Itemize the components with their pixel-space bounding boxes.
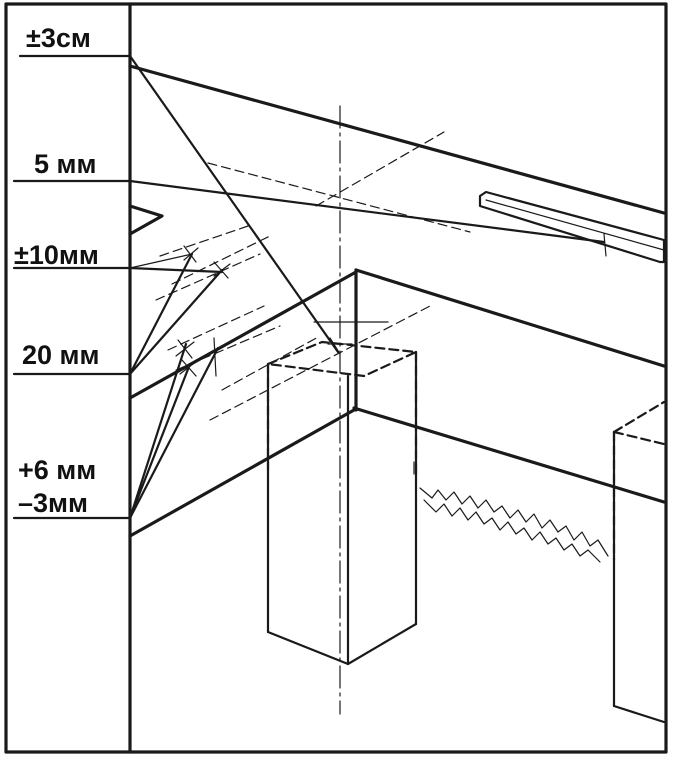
- leader-6mm-c: [128, 346, 220, 520]
- cross-10-a1: [183, 245, 197, 263]
- dash-20-c: [209, 305, 431, 421]
- leader-20mm-b: [128, 268, 224, 376]
- slab-dashed-reference-1: [207, 162, 471, 233]
- far-column-top-dashed-2: [612, 430, 666, 446]
- tolerance-label-5mm: 5 мм: [34, 149, 96, 179]
- leader-5mm: [128, 179, 606, 244]
- leader-20mm-a: [128, 252, 194, 376]
- tick-20-c: [213, 337, 217, 377]
- steel-bar-inner-line: [485, 199, 665, 251]
- ground-hatch: [419, 487, 609, 557]
- column-bottom: [266, 622, 418, 666]
- beam-top-edge-back: [354, 268, 666, 368]
- slab-notch: [128, 204, 164, 236]
- outer-frame: [4, 2, 668, 754]
- dash-20-a: [167, 305, 265, 351]
- dash-20-b: [175, 325, 281, 371]
- bar-tick: [603, 233, 607, 257]
- leader-6mm-a: [128, 342, 188, 520]
- leader-3cm: [128, 54, 340, 354]
- steel-bar: [478, 190, 666, 264]
- tolerance-label-plus6mm: +6 мм: [18, 455, 96, 485]
- column-top-mark-b: [329, 337, 341, 355]
- dash-20-d: [221, 335, 321, 391]
- upper-slab-edge: [128, 64, 666, 215]
- tolerance-label-3cm: ±3см: [26, 23, 91, 53]
- beam-bottom-edge-back: [352, 406, 666, 504]
- leader-10mm: [128, 266, 224, 274]
- beam-top-edge-front: [128, 270, 358, 400]
- tolerance-label-minus3mm: –3мм: [18, 488, 88, 518]
- leader-10mm-b: [129, 253, 193, 269]
- beam-bottom-edge-front: [128, 408, 356, 538]
- ground-hatch-2: [423, 499, 601, 563]
- dash-10-b: [171, 235, 271, 285]
- slab-dashed-reference-2: [315, 131, 445, 207]
- far-column-top-dashed: [612, 400, 666, 434]
- column-top-dashed: [266, 340, 418, 378]
- tolerance-label-20mm: 20 мм: [22, 340, 99, 370]
- far-column-bottom: [612, 704, 666, 724]
- leader-6mm-b: [128, 362, 192, 520]
- dash-10-a: [159, 225, 249, 257]
- tolerance-label-10mm: ±10мм: [14, 240, 99, 270]
